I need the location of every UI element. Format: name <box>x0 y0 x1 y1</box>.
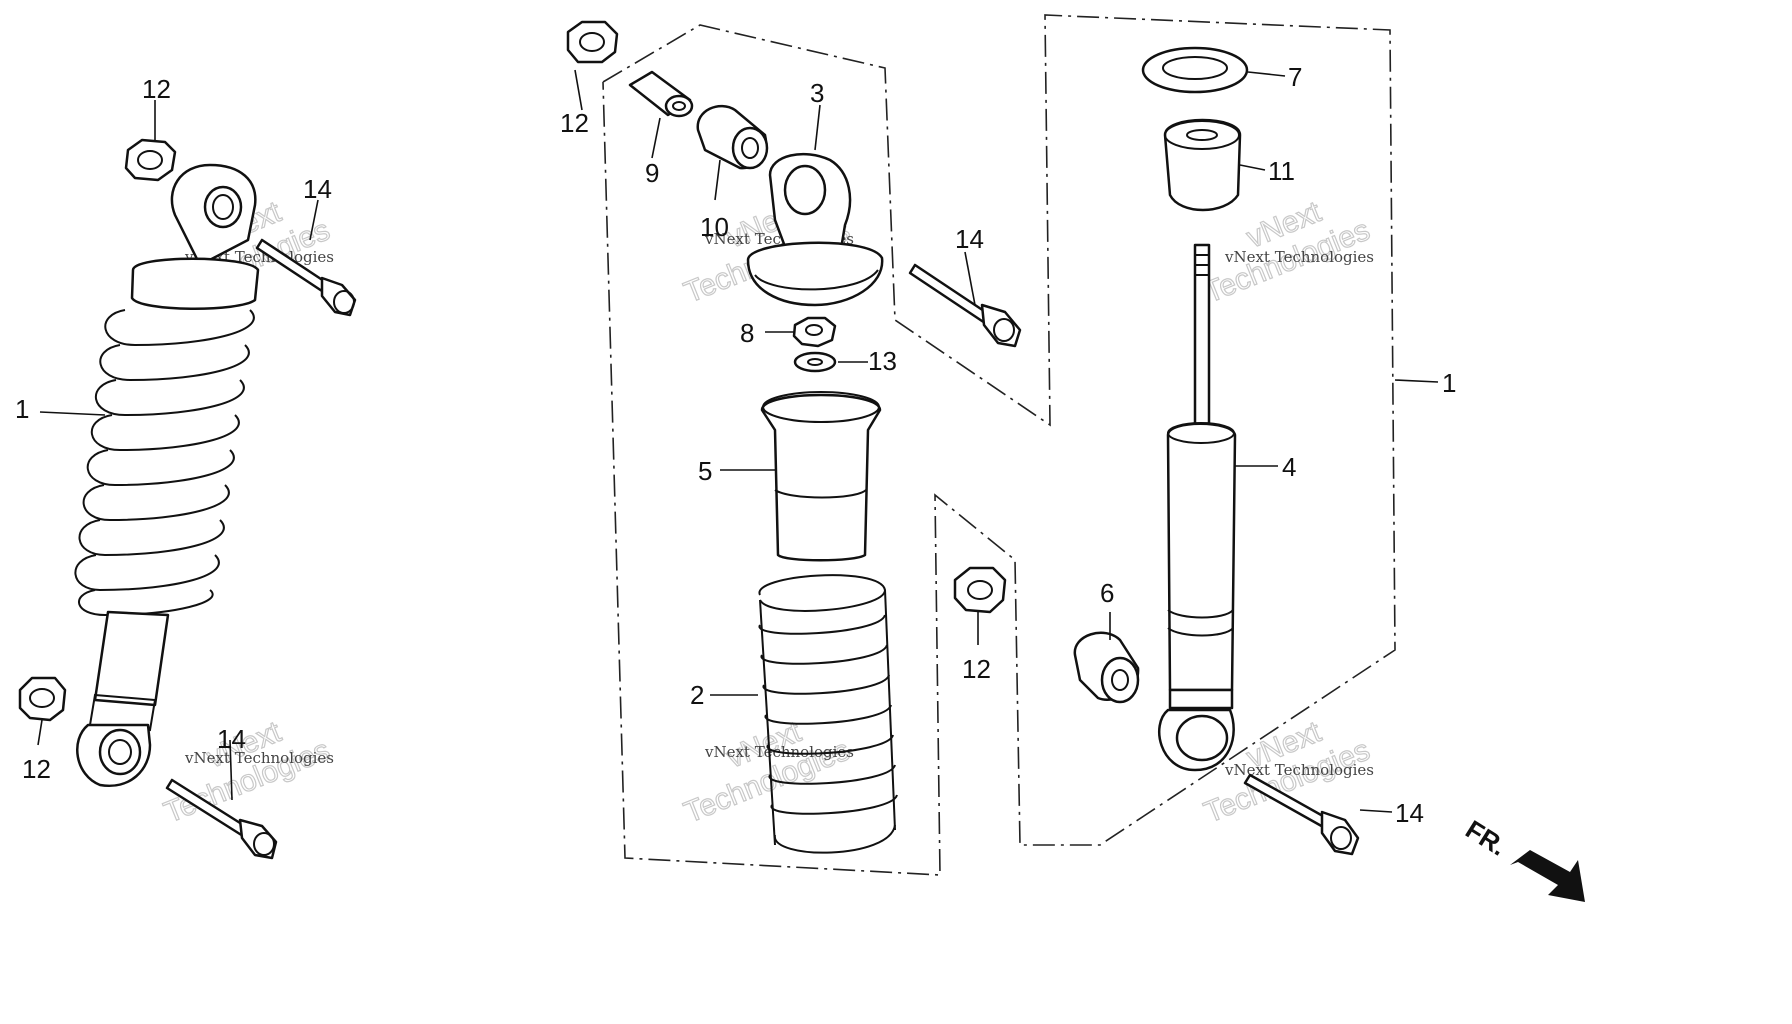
callout-1-right: 1 <box>1442 368 1456 398</box>
damper-body-4 <box>1158 422 1237 772</box>
callout-9: 9 <box>645 158 659 188</box>
callout-3: 3 <box>810 78 824 108</box>
left-bolt-bottom <box>165 778 278 860</box>
callout-14-left-top: 14 <box>303 174 332 204</box>
collar-9 <box>628 70 694 118</box>
bump-stop-11 <box>1163 118 1242 212</box>
washer-13 <box>793 351 837 373</box>
front-label: FR. <box>1460 814 1511 862</box>
callout-7: 7 <box>1288 62 1302 92</box>
callout-14-right: 14 <box>1395 798 1424 828</box>
leader-lines <box>37 69 1439 813</box>
callout-6: 6 <box>1100 578 1114 608</box>
callout-13: 13 <box>868 346 897 376</box>
mid-nut-bottom <box>953 566 1007 614</box>
left-nut-bottom <box>18 676 67 722</box>
callout-8: 8 <box>740 318 754 348</box>
watermark-caption-3: vNext Technologies <box>1224 248 1374 266</box>
washer-7 <box>1141 46 1249 94</box>
callout-12-mid-top: 12 <box>560 108 589 138</box>
dust-cover-5 <box>760 391 882 562</box>
mid-nut-top <box>566 20 619 64</box>
bottom-eye-hole <box>98 728 142 776</box>
callout-12-left-top: 12 <box>142 74 171 104</box>
upper-mount-3 <box>746 152 884 307</box>
left-nut-top <box>124 138 177 182</box>
callout-14-mid: 14 <box>955 224 984 254</box>
callout-14-left-bottom: 14 <box>217 724 246 754</box>
bushing-10 <box>696 104 769 170</box>
watermark-caption-6: vNext Technologies <box>1224 761 1374 779</box>
callout-11: 11 <box>1268 156 1295 186</box>
bushing-6 <box>1073 631 1140 704</box>
mid-bolt <box>908 263 1022 348</box>
spring-2 <box>758 574 898 854</box>
nut-8 <box>792 316 837 348</box>
callout-12-mid-bottom: 12 <box>962 654 991 684</box>
assembly-boundary-lines <box>602 14 1396 876</box>
assembled-shock-absorber <box>74 163 260 788</box>
callout-labels: 12 14 1 12 14 12 9 10 3 14 8 13 5 2 12 7… <box>15 62 1456 828</box>
callout-5: 5 <box>698 456 712 486</box>
front-direction-indicator: FR. <box>1460 814 1585 902</box>
callout-12-left-bottom: 12 <box>22 754 51 784</box>
left-coil-spring <box>74 309 255 617</box>
watermark-caption-4: vNext Technologies <box>184 749 334 767</box>
callout-10: 10 <box>700 212 729 242</box>
callout-1-left: 1 <box>15 394 29 424</box>
top-eye-hole <box>203 185 243 229</box>
front-arrow-icon <box>1510 850 1585 902</box>
left-bolt-top <box>255 238 357 317</box>
right-bolt <box>1243 773 1360 856</box>
callout-2: 2 <box>690 680 704 710</box>
callout-4: 4 <box>1282 452 1296 482</box>
